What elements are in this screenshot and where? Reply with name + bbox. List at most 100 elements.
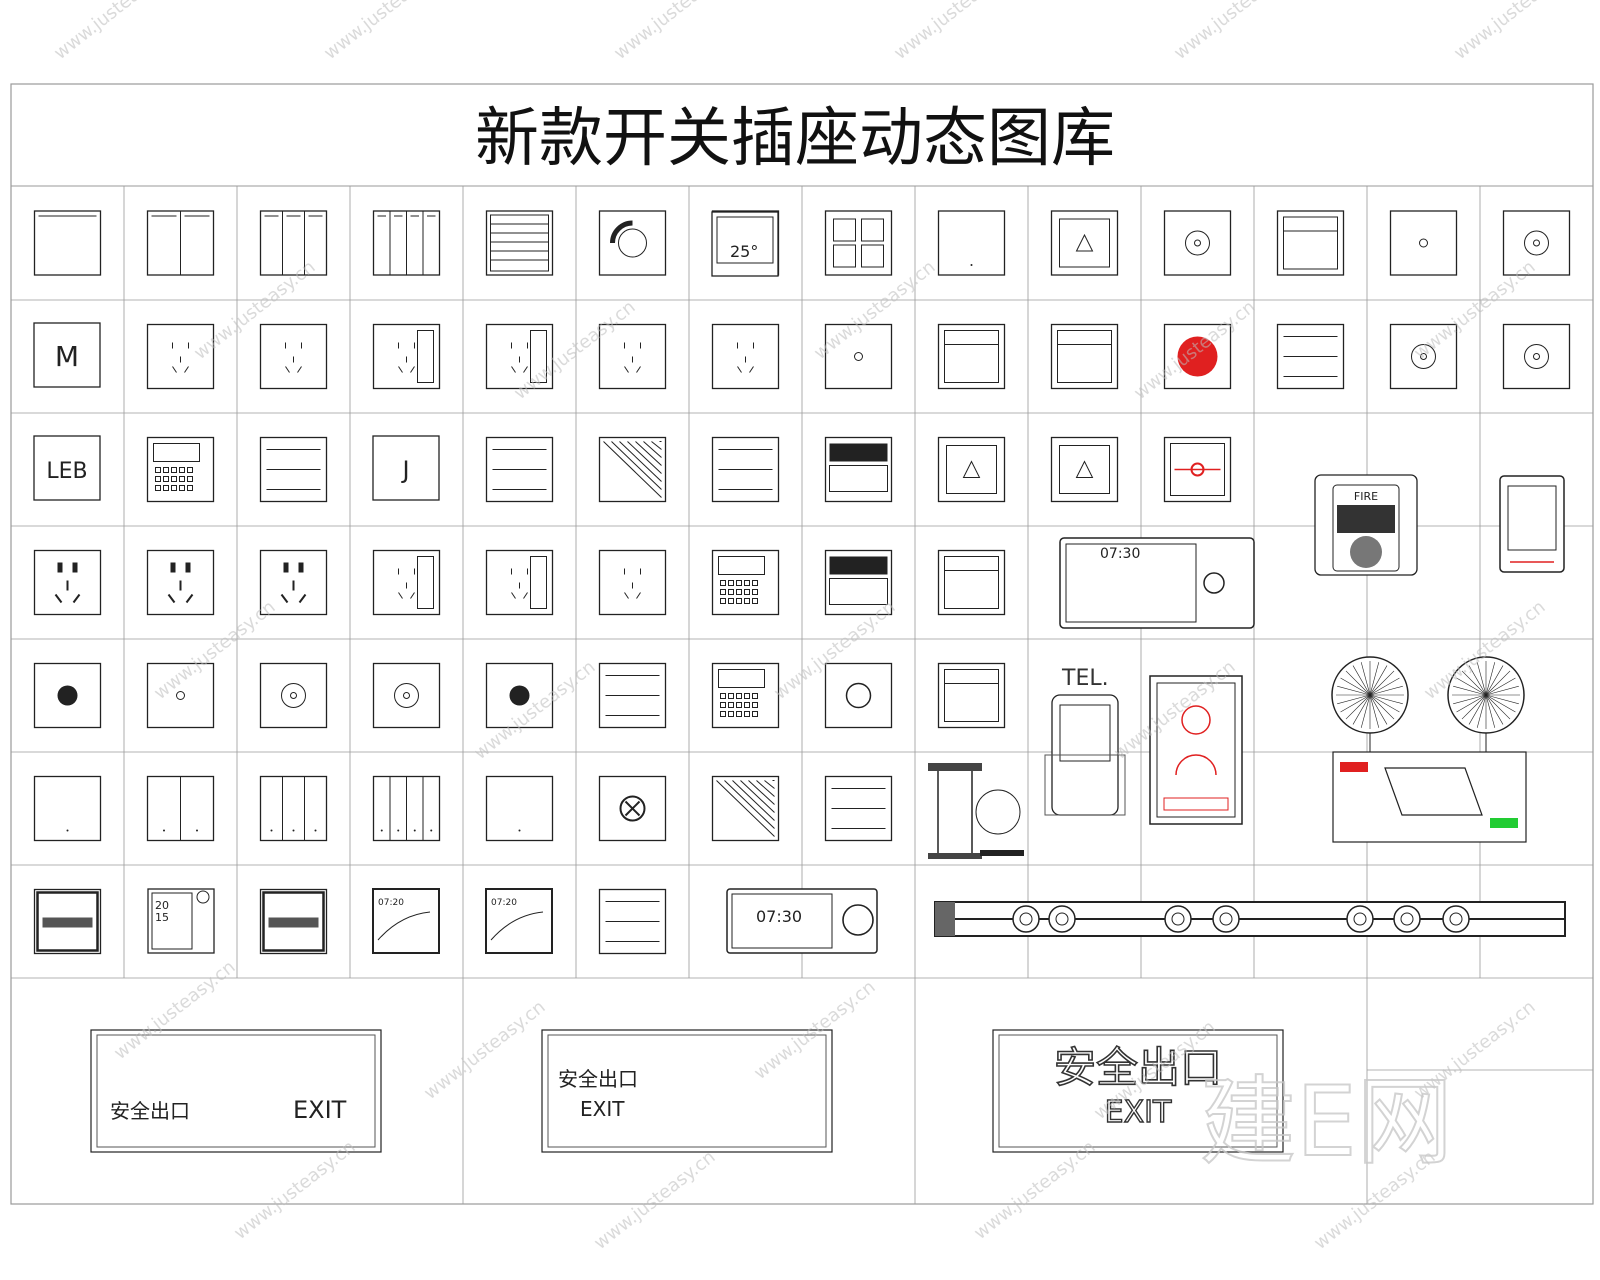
- device-bell: [1050, 210, 1119, 276]
- device-keypad: [711, 549, 780, 616]
- device-socket-sw: [372, 549, 441, 616]
- device-rocker-1: [33, 210, 102, 276]
- device-lines: [259, 436, 328, 503]
- sheet-frame: [10, 83, 1594, 1205]
- device-thermostat: 25°: [711, 211, 779, 277]
- device-rocker-2: [146, 210, 215, 276]
- exit-sign-2-en: EXIT: [580, 1097, 625, 1121]
- watermark-text: www.justeasy.cn: [50, 0, 179, 64]
- exit-sign-2-cn: 安全出口: [558, 1067, 638, 1091]
- device-socket: [711, 323, 780, 390]
- device-blank-4: [372, 775, 441, 842]
- device-screen: [937, 323, 1006, 390]
- device-dark: [259, 888, 328, 955]
- device-socket: [598, 549, 667, 616]
- device-blank-1: [33, 775, 102, 842]
- device-bigsocket: [33, 549, 102, 616]
- device-lines: [598, 888, 667, 955]
- watermark-text: www.justeasy.cn: [590, 1146, 719, 1253]
- device-lines: [711, 436, 780, 503]
- device-ring: [372, 662, 441, 729]
- device-bigring: [824, 662, 893, 729]
- watermark-text: www.justeasy.cn: [320, 0, 449, 64]
- device-socket: [146, 323, 215, 390]
- device-screen: [937, 549, 1006, 616]
- device-dot: [824, 323, 893, 390]
- exit-sign-3-cn: 安全出口: [1054, 1043, 1222, 1092]
- device-socket-sw: [485, 323, 554, 390]
- m-label: M: [55, 340, 79, 373]
- device-diag: [711, 775, 780, 842]
- date-b-label: 15: [155, 911, 169, 924]
- small-clock-b-label: 07:20: [491, 898, 517, 908]
- device-smart-panel-large: 07:30: [1059, 537, 1255, 629]
- device-j-button: J: [372, 435, 440, 501]
- device-panel: [824, 549, 893, 616]
- j-label: J: [400, 456, 409, 484]
- device-keypad: [711, 662, 780, 729]
- device-leb-button: LEB: [33, 435, 101, 501]
- exit-sign-1-cn: 安全出口: [110, 1099, 190, 1123]
- device-bigsocket: [146, 549, 215, 616]
- device-rocker-3: [259, 210, 328, 276]
- device-rocker-4: [372, 210, 441, 276]
- device-ring: [259, 662, 328, 729]
- device-mesh: [33, 662, 102, 729]
- device-m-button: M: [33, 322, 101, 388]
- device-blank-2: [146, 775, 215, 842]
- tel-label: TEL.: [1061, 666, 1109, 691]
- device-floor-socket: [928, 763, 1024, 859]
- device-clock-panel-a: 07:20: [372, 888, 440, 954]
- clock-b-label: 07:30: [756, 907, 802, 926]
- date-a-label: 20: [155, 899, 169, 912]
- device-library: [33, 210, 1571, 1128]
- device-smart-panel-wide: 07:30: [726, 888, 878, 954]
- device-blank-1: [937, 210, 1006, 276]
- device-hatch: [485, 210, 554, 276]
- watermark-text: www.justeasy.cn: [890, 0, 1019, 64]
- device-red: [1163, 323, 1232, 390]
- exit-sign-left-right: 安全出口 EXIT: [90, 1029, 382, 1153]
- device-diag: [598, 436, 667, 503]
- device-clock-panel-b: 07:20: [485, 888, 553, 954]
- device-dot: [146, 662, 215, 729]
- fire-label: FIRE: [1354, 490, 1378, 503]
- device-socket-sw: [485, 549, 554, 616]
- leb-label: LEB: [46, 459, 87, 484]
- device-keypad: [146, 436, 215, 503]
- device-fire-door-panel: [1149, 675, 1243, 825]
- watermark-text: www.justeasy.cn: [1450, 0, 1579, 64]
- device-ring: [1502, 323, 1571, 390]
- watermark-text: www.justeasy.cn: [420, 996, 549, 1103]
- exit-sign-text: 安全出口 EXIT: [992, 1029, 1284, 1153]
- device-date-panel: 20 15: [147, 888, 215, 954]
- device-socket-track: [934, 901, 1566, 937]
- device-ring: [1389, 323, 1458, 390]
- page-title: 新款开关插座动态图库: [475, 102, 1115, 176]
- device-phone-tel: TEL.: [1044, 666, 1126, 816]
- device-screen: [937, 662, 1006, 729]
- grid-lines: [11, 186, 1593, 1204]
- device-ring: [1502, 210, 1571, 276]
- device-blank-1: [485, 775, 554, 842]
- device-dot: [1389, 210, 1458, 276]
- small-clock-a-label: 07:20: [378, 898, 404, 908]
- device-alarm: [1163, 436, 1232, 503]
- device-socket: [259, 323, 328, 390]
- exit-sign-right: 安全出口 EXIT: [541, 1029, 833, 1153]
- device-emergency-light: [1331, 656, 1527, 843]
- device-socket: [598, 323, 667, 390]
- watermark-logo: 建E网: [1200, 1066, 1453, 1178]
- device-xcircle: [598, 775, 667, 842]
- device-bell: [937, 436, 1006, 503]
- device-mesh: [485, 662, 554, 729]
- watermark-text: www.justeasy.cn: [1170, 0, 1299, 64]
- device-bigsocket: [259, 549, 328, 616]
- device-lines: [1276, 323, 1345, 390]
- device-blank-3: [259, 775, 328, 842]
- device-intercom: [1499, 475, 1565, 573]
- device-screen: [1276, 210, 1345, 276]
- exit-sign-3-en: EXIT: [1105, 1095, 1172, 1130]
- device-ring: [1163, 210, 1232, 276]
